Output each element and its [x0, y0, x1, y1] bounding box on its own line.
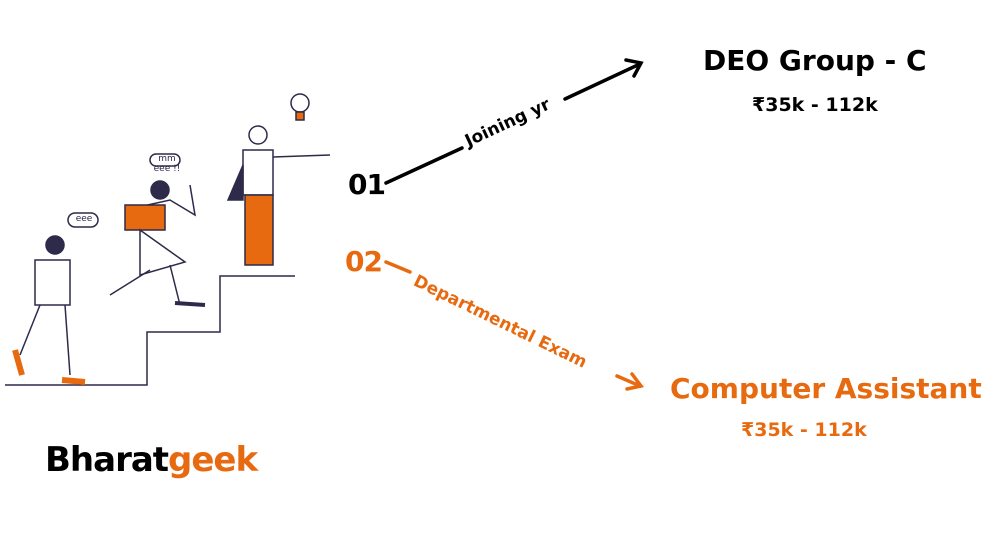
arrow-joining — [384, 58, 644, 185]
logo-part2: geek — [168, 440, 258, 480]
computer-assistant-title: Computer Assistant — [670, 372, 982, 405]
speech-bubble-2: mm eee !! — [153, 154, 181, 174]
deo-group-c-title: DEO Group - C — [703, 44, 927, 77]
step-number-01: 01 — [348, 168, 386, 201]
stairs-illustration — [5, 93, 331, 386]
computer-assistant-salary: ₹35k - 112k — [741, 419, 867, 441]
bharatgeek-logo: Bharatgeek — [45, 440, 258, 480]
logo-part1: Bharat — [45, 440, 169, 480]
step-number-02: 02 — [345, 245, 383, 278]
arrow-departmental — [384, 260, 645, 391]
deo-salary: ₹35k - 112k — [752, 94, 878, 116]
speech-bubble-1: eee — [75, 214, 93, 224]
